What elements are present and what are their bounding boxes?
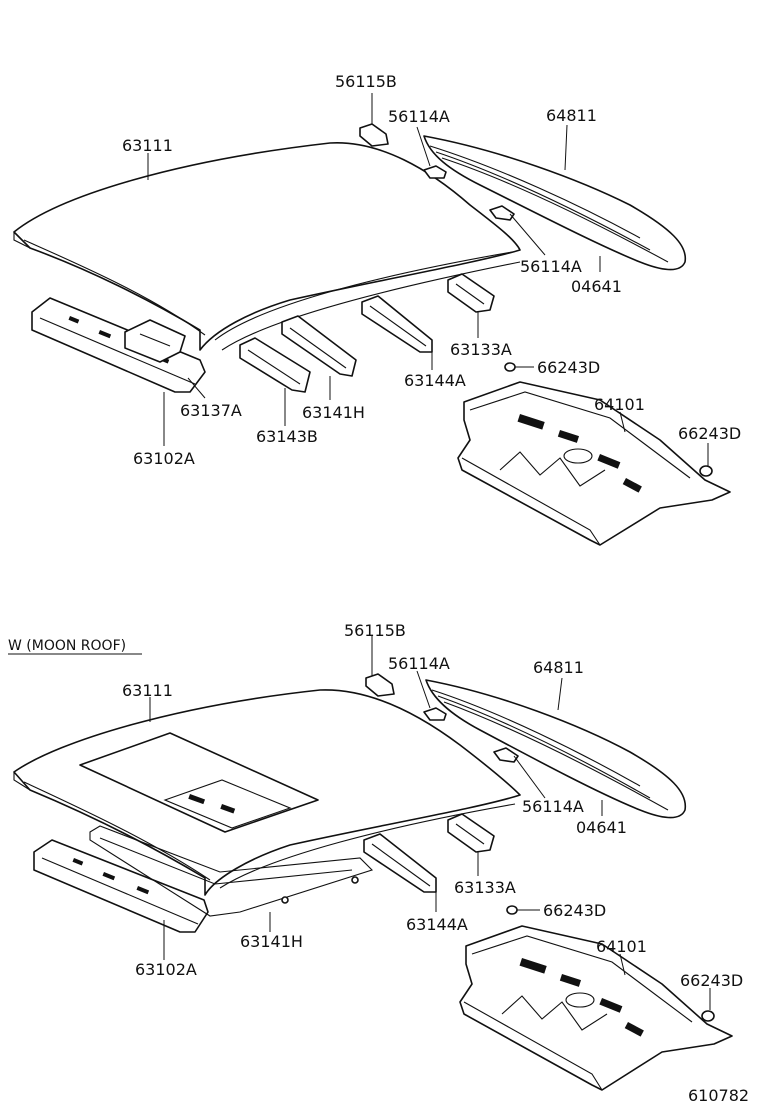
label-package-tray-panel-mr: 64101 bbox=[596, 937, 647, 956]
label-package-tray-trim: 64811 bbox=[546, 106, 597, 125]
package-tray-trim-top bbox=[423, 135, 687, 271]
reinforcement-63144a-top bbox=[361, 295, 433, 353]
moon-roof-frame bbox=[89, 825, 374, 917]
package-tray-panel-moon-roof bbox=[459, 925, 733, 1091]
plug-66243d-right-moon-roof bbox=[701, 1010, 715, 1022]
label-plug-right: 66243D bbox=[678, 424, 741, 443]
reinforcement-63133a-top bbox=[447, 273, 495, 313]
labels-top: 63111 56115B 56114A 64811 56114A 04641 6… bbox=[122, 72, 741, 468]
label-roof-panel-mr: 63111 bbox=[122, 681, 173, 700]
label-tray-weatherstrip: 04641 bbox=[571, 277, 622, 296]
label-reinforcement-63144a: 63144A bbox=[404, 371, 466, 390]
clip-56114a-upper-moon-roof bbox=[423, 707, 447, 721]
label-clip-56115b-mr: 56115B bbox=[344, 621, 406, 640]
top-section: 63111 56115B 56114A 64811 56114A 04641 6… bbox=[13, 72, 741, 546]
label-plug-upper-mr: 66243D bbox=[543, 901, 606, 920]
front-reinforcement-top bbox=[124, 319, 186, 363]
package-tray-trim-moon-roof bbox=[425, 679, 687, 819]
label-package-tray-panel: 64101 bbox=[594, 395, 645, 414]
clip-56114a-upper-top bbox=[423, 165, 447, 179]
label-package-tray-trim-mr: 64811 bbox=[533, 658, 584, 677]
label-plug-upper: 66243D bbox=[537, 358, 600, 377]
label-reinforcement-63141h: 63141H bbox=[302, 403, 365, 422]
clip-56114a-lower-top bbox=[489, 205, 515, 221]
clip-56115b-moon-roof bbox=[365, 673, 395, 697]
label-clip-56114a-upper: 56114A bbox=[388, 107, 450, 126]
plug-66243d-right-top bbox=[699, 465, 713, 477]
plug-66243d-upper-top bbox=[504, 362, 516, 372]
label-reinforcement-63144a-mr: 63144A bbox=[406, 915, 468, 934]
label-front-rail: 63102A bbox=[133, 449, 195, 468]
reinforcement-63133a-moon-roof bbox=[447, 813, 495, 853]
label-front-reinforcement: 63137A bbox=[180, 401, 242, 420]
leader-lines-top bbox=[147, 93, 709, 466]
label-reinforcement-63133a: 63133A bbox=[450, 340, 512, 359]
roof-panel-moon-roof bbox=[13, 689, 521, 896]
label-clip-56114a-upper-mr: 56114A bbox=[388, 654, 450, 673]
clip-56115b-top bbox=[359, 123, 389, 147]
label-front-rail-mr: 63102A bbox=[135, 960, 197, 979]
label-clip-56114a-lower-mr: 56114A bbox=[522, 797, 584, 816]
plug-66243d-upper-moon-roof bbox=[506, 905, 518, 915]
leader-lines-moon-roof bbox=[149, 636, 711, 1010]
reinforcement-63144a-moon-roof bbox=[363, 833, 437, 893]
moon-roof-title: W (MOON ROOF) bbox=[8, 638, 126, 654]
clip-56114a-lower-moon-roof bbox=[493, 747, 519, 763]
reinforcement-63141h-top bbox=[281, 315, 357, 377]
labels-moon-roof: 63111 56115B 56114A 64811 56114A 04641 6… bbox=[122, 621, 743, 990]
label-clip-56115b: 56115B bbox=[335, 72, 397, 91]
label-reinforcement-63143b: 63143B bbox=[256, 427, 318, 446]
roof-panel-top bbox=[13, 142, 521, 351]
reinforcement-63143b-top bbox=[239, 337, 311, 393]
label-clip-56114a-lower: 56114A bbox=[520, 257, 582, 276]
diagram-code: 610782 bbox=[688, 1086, 749, 1105]
label-roof-panel: 63111 bbox=[122, 136, 173, 155]
label-reinforcement-63133a-mr: 63133A bbox=[454, 878, 516, 897]
label-tray-weatherstrip-mr: 04641 bbox=[576, 818, 627, 837]
bottom-section: W (MOON ROOF) bbox=[8, 621, 749, 1105]
package-tray-panel-top bbox=[457, 381, 731, 546]
label-reinforcement-63141h-mr: 63141H bbox=[240, 932, 303, 951]
label-plug-right-mr: 66243D bbox=[680, 971, 743, 990]
front-rail-moon-roof bbox=[33, 839, 209, 933]
